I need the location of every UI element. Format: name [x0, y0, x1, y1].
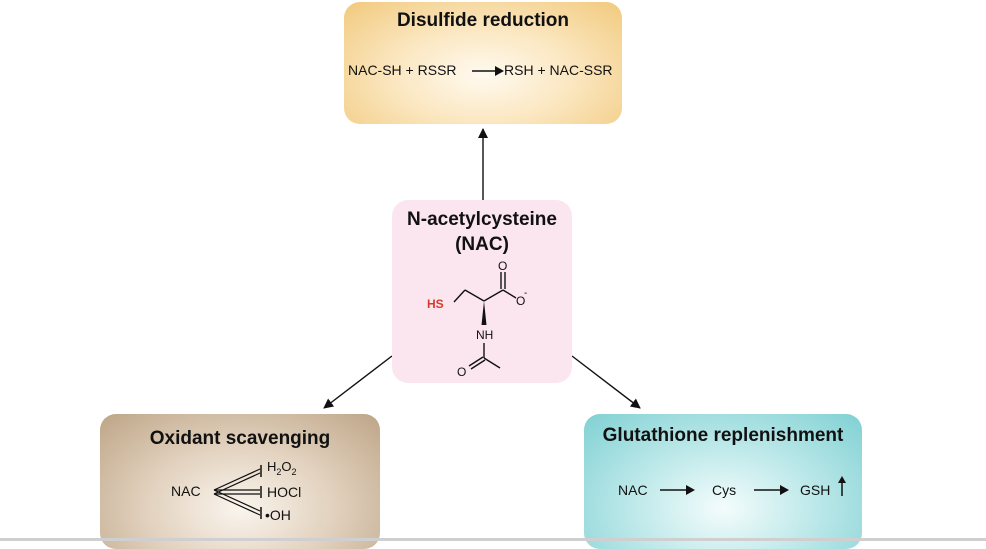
disulfide-reactants: NAC-SH + RSSR: [348, 62, 457, 78]
oxidant-source: NAC: [171, 483, 201, 499]
oxidant-scavenging-box: Oxidant scavenging NAC H2O2 HOCl •OH: [100, 414, 380, 549]
arrow-to-glutathione: [571, 355, 641, 409]
disulfide-reduction-box: Disulfide reduction NAC-SH + RSSR RSH + …: [344, 2, 622, 124]
nac-title-line2: (NAC): [455, 234, 509, 255]
arrow-to-oxidant: [323, 355, 393, 409]
reaction-arrow: [472, 66, 504, 76]
nac-box: N-acetylcysteine (NAC) HS O O - NH O: [392, 200, 572, 383]
acetyl-oxygen: O: [457, 365, 466, 379]
pathway-cys: Cys: [712, 482, 736, 498]
nac-title-line1: N-acetylcysteine: [407, 209, 557, 230]
target-hydroxyl: •OH: [265, 507, 291, 523]
glutathione-title: Glutathione replenishment: [602, 425, 844, 446]
glutathione-replenishment-box: Glutathione replenishment NAC Cys GSH: [584, 414, 862, 549]
amine-label: NH: [476, 328, 493, 342]
page-bottom-border: [0, 538, 986, 541]
target-h2o2: H2O2: [267, 459, 297, 477]
glutathione-pathway: NAC Cys GSH: [618, 476, 846, 498]
carbonyl-oxygen: O: [498, 259, 507, 273]
nac-structure: HS O O - NH O: [427, 259, 527, 379]
pathway-gsh: GSH: [800, 482, 830, 498]
target-hocl: HOCl: [267, 484, 301, 500]
oxidant-title: Oxidant scavenging: [149, 428, 331, 449]
disulfide-products: RSH + NAC-SSR: [504, 62, 613, 78]
carboxylate-charge: -: [524, 288, 527, 299]
thiol-label: HS: [427, 297, 444, 311]
pathway-nac: NAC: [618, 482, 648, 498]
scavenging-scheme: NAC H2O2 HOCl •OH: [171, 459, 301, 523]
disulfide-title: Disulfide reduction: [396, 10, 570, 31]
carboxylate-oxygen: O: [516, 294, 525, 308]
